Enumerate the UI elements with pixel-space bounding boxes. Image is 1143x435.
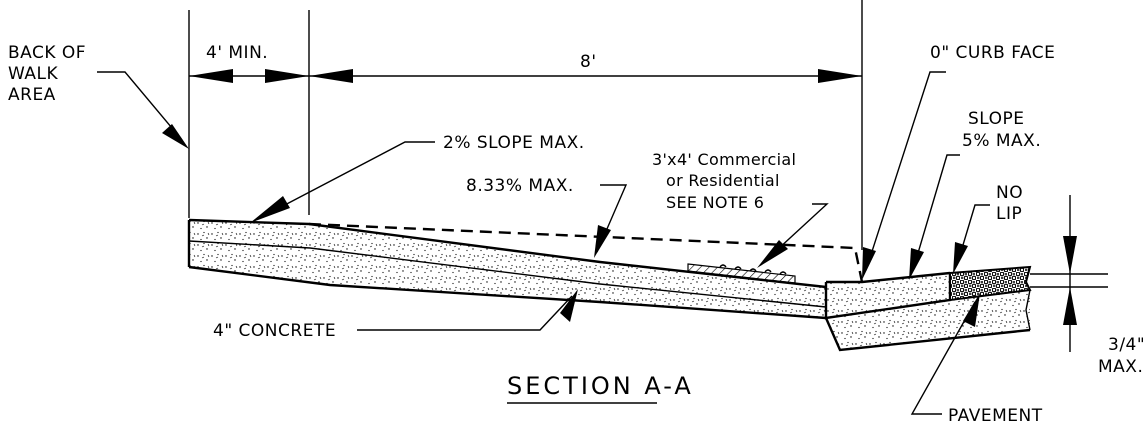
leader-concrete bbox=[357, 289, 578, 331]
leader-note-6 bbox=[757, 203, 829, 268]
label-detectable-1: 3'x4' Commercial bbox=[652, 150, 796, 169]
leader-back-of-walk bbox=[97, 71, 189, 149]
label-back-of-walk-3: AREA bbox=[8, 85, 56, 105]
leader-pavement bbox=[910, 293, 980, 415]
leader-5pct-slope bbox=[909, 154, 960, 280]
label-detectable-2: or Residential bbox=[666, 171, 780, 190]
label-no-lip-2: LIP bbox=[996, 204, 1022, 224]
label-833pct: 8.33% MAX. bbox=[466, 176, 574, 196]
label-back-of-walk-2: WALK bbox=[8, 64, 58, 84]
concrete-ramp-section bbox=[187, 218, 827, 320]
label-lip-max-2: MAX. bbox=[1098, 357, 1143, 377]
label-slope-5pct-1: SLOPE bbox=[968, 109, 1025, 129]
label-no-lip-1: NO bbox=[996, 183, 1023, 203]
leader-833pct bbox=[594, 184, 628, 258]
label-8ft: 8' bbox=[580, 52, 597, 72]
pavement bbox=[949, 265, 1032, 331]
dimension-lip-max bbox=[1030, 195, 1108, 352]
label-slope-5pct-2: 5% MAX. bbox=[962, 131, 1041, 151]
dashed-max-slope-line bbox=[308, 222, 864, 283]
detectable-warning-surface bbox=[687, 263, 796, 284]
label-curb-face: 0" CURB FACE bbox=[930, 43, 1055, 63]
leader-2pct-slope bbox=[250, 141, 435, 223]
dimension-4ft-min bbox=[189, 69, 309, 83]
label-back-of-walk-1: BACK OF bbox=[8, 43, 86, 63]
label-2pct-slope: 2% SLOPE MAX. bbox=[443, 133, 585, 153]
label-concrete: 4" CONCRETE bbox=[213, 321, 336, 341]
label-detectable-3: SEE NOTE 6 bbox=[666, 193, 764, 212]
label-pavement: PAVEMENT bbox=[948, 406, 1043, 426]
label-lip-max-1: 3/4" bbox=[1108, 335, 1143, 355]
leader-no-lip bbox=[953, 204, 990, 274]
section-title: SECTION A-A bbox=[507, 372, 694, 400]
leader-curb-face bbox=[862, 71, 946, 280]
label-4ft-min: 4' MIN. bbox=[206, 43, 268, 63]
gutter-section bbox=[824, 271, 1031, 352]
dimension-8ft bbox=[309, 69, 862, 83]
